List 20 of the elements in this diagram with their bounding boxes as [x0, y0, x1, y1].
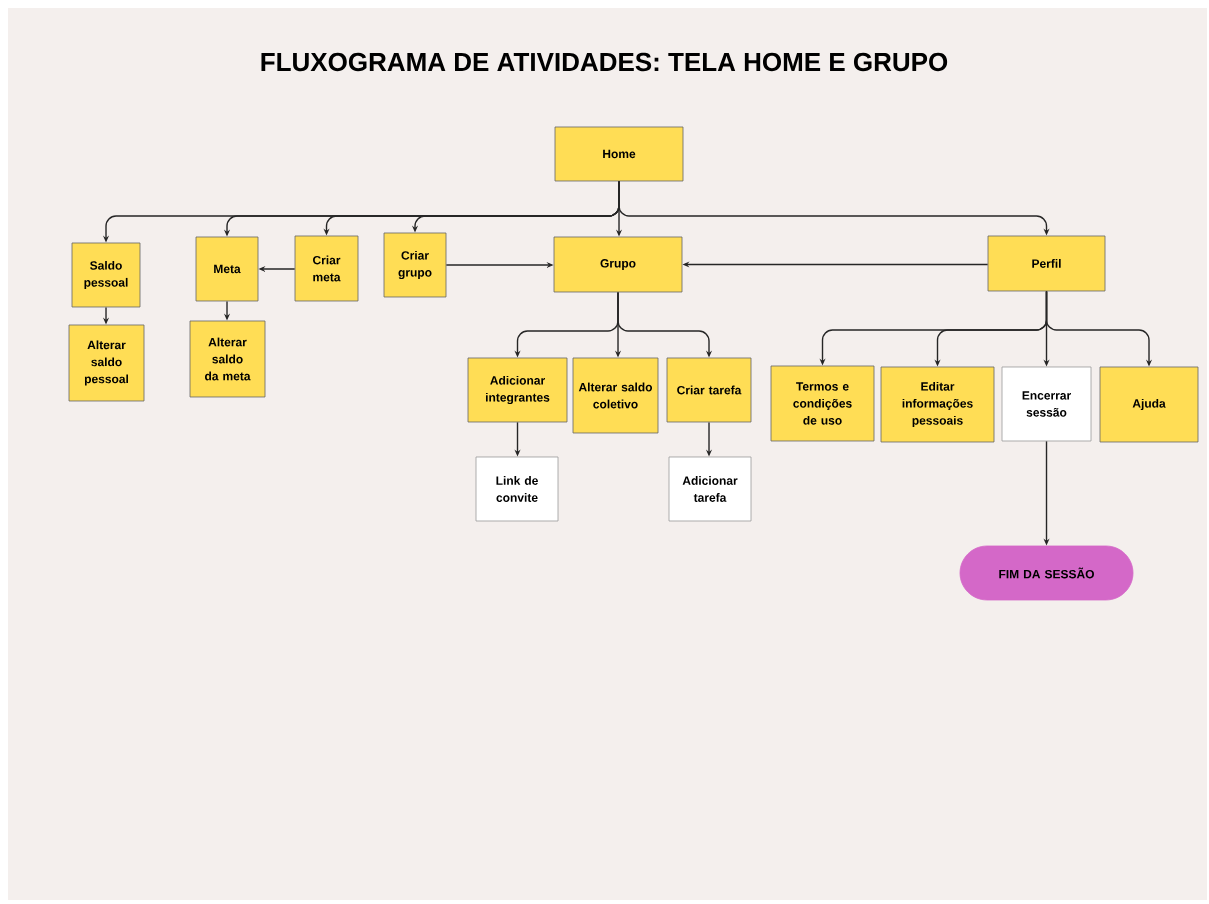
- process-box: Adicionar integrantes: [467, 357, 568, 423]
- process-box: Ajuda: [1099, 366, 1199, 443]
- process-box: Adicionar tarefa: [668, 456, 752, 522]
- process-box: Meta: [195, 236, 259, 302]
- process-box: Alterar saldo pessoal: [68, 324, 145, 402]
- process-box: Link de convite: [475, 456, 559, 522]
- process-box: Alterar saldo da meta: [189, 320, 266, 398]
- process-box: Criar grupo: [383, 232, 447, 298]
- process-box: Criar meta: [294, 235, 359, 302]
- process-box: Home: [554, 126, 684, 182]
- process-box: Termos e condições de uso: [770, 365, 875, 442]
- process-box: Perfil: [987, 235, 1106, 292]
- process-box: Criar tarefa: [666, 357, 752, 423]
- process-box: Encerrar sessão: [1001, 366, 1092, 442]
- process-box: Saldo pessoal: [71, 242, 141, 308]
- process-box: Grupo: [553, 236, 683, 293]
- title: FLUXOGRAMA DE ATIVIDADES: TELA HOME E GRUPO: [261, 52, 948, 72]
- process-box: Editar informações pessoais: [880, 366, 995, 443]
- process-box: Alterar saldo coletivo: [572, 357, 659, 434]
- terminal-pill: FIM DA SESSÃO: [959, 545, 1134, 601]
